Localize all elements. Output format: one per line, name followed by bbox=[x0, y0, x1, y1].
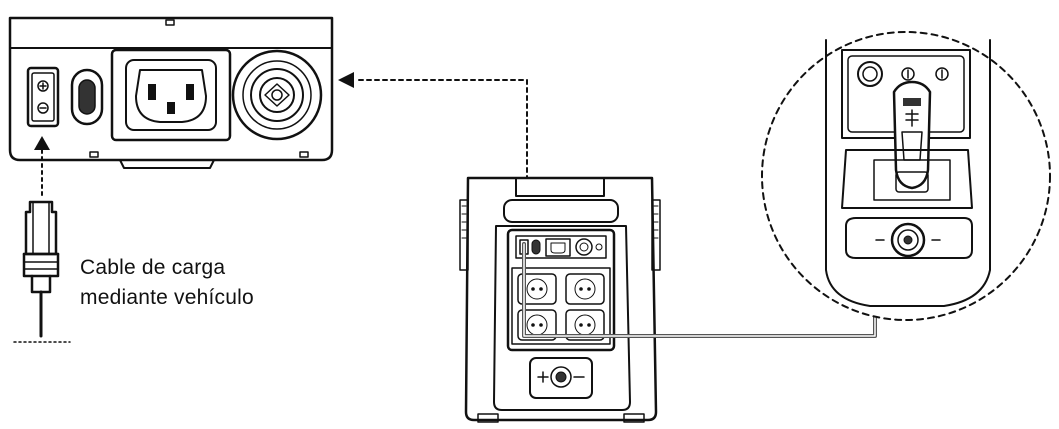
car-charger-plug-icon bbox=[13, 200, 71, 343]
cable-caption: Cable de carga mediante vehículo bbox=[80, 253, 254, 313]
power-station-icon bbox=[459, 176, 661, 423]
dc-socket-icon bbox=[231, 49, 323, 141]
switch-icon bbox=[70, 68, 104, 126]
ac-outlet-icon bbox=[110, 48, 232, 142]
caption-line-1: Cable de carga bbox=[80, 256, 226, 279]
caption-line-2: mediante vehículo bbox=[80, 286, 254, 309]
port-panel-closeup bbox=[8, 16, 334, 169]
car-socket-closeup bbox=[761, 31, 1051, 321]
input-arrow bbox=[34, 136, 50, 199]
dc-input-port-icon bbox=[26, 66, 60, 128]
pointer-arrow bbox=[338, 72, 528, 213]
car-socket-icon bbox=[892, 80, 932, 190]
